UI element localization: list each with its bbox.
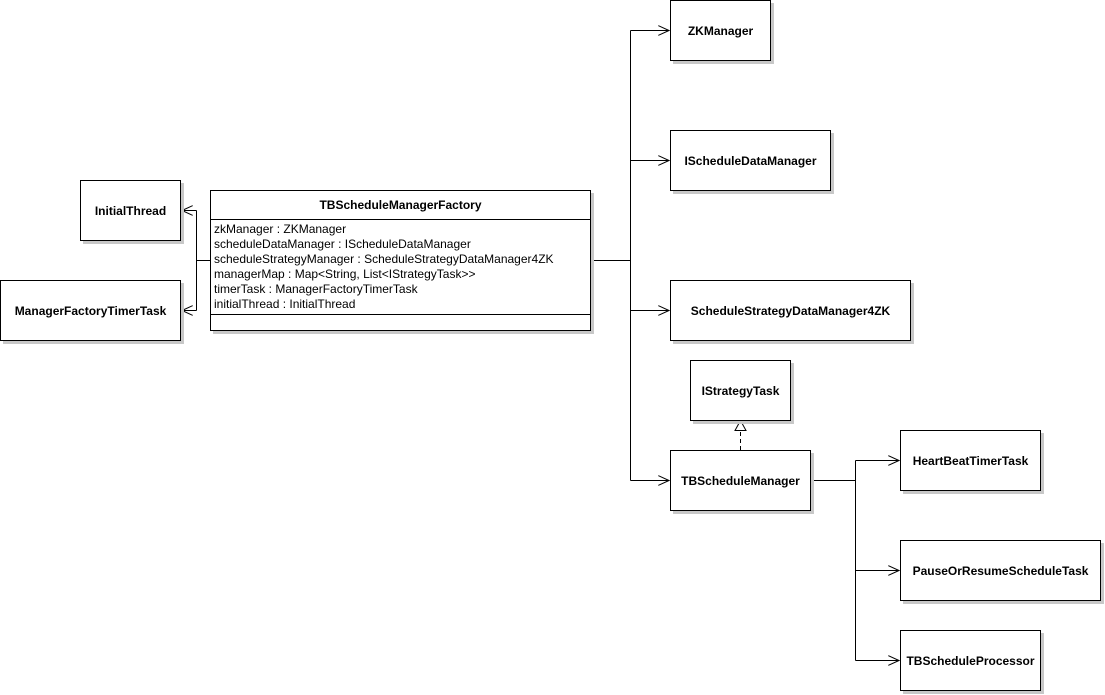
attribute-row: scheduleDataManager : IScheduleDataManag… bbox=[214, 237, 471, 251]
attribute-row: managerMap : Map<String, List<IStrategyT… bbox=[214, 267, 476, 281]
class-name: IStrategyTask bbox=[701, 383, 780, 398]
class-tb-schedule-manager[interactable]: TBScheduleManager bbox=[670, 450, 811, 511]
attribute-compartment: zkManager : ZKManager scheduleDataManage… bbox=[211, 220, 590, 315]
class-pause-or-resume-schedule-task[interactable]: PauseOrResumeScheduleTask bbox=[900, 540, 1101, 601]
class-tb-schedule-processor[interactable]: TBScheduleProcessor bbox=[900, 630, 1041, 691]
class-name: InitialThread bbox=[94, 203, 167, 218]
class-name: ZKManager bbox=[687, 23, 754, 38]
class-zk-manager[interactable]: ZKManager bbox=[670, 0, 771, 61]
class-initial-thread[interactable]: InitialThread bbox=[80, 180, 181, 241]
class-ischedule-data-manager[interactable]: IScheduleDataManager bbox=[670, 130, 831, 191]
class-name: TBScheduleProcessor bbox=[906, 653, 1035, 668]
class-name: TBScheduleManager bbox=[681, 473, 800, 488]
class-name: HeartBeatTimerTask bbox=[912, 453, 1029, 468]
class-name: PauseOrResumeScheduleTask bbox=[912, 563, 1089, 578]
attribute-row: scheduleStrategyManager : ScheduleStrate… bbox=[214, 252, 554, 266]
class-heartbeat-timer-task[interactable]: HeartBeatTimerTask bbox=[900, 430, 1041, 491]
class-name: IScheduleDataManager bbox=[684, 153, 817, 168]
class-name: ManagerFactoryTimerTask bbox=[14, 303, 167, 318]
attribute-row: timerTask : ManagerFactoryTimerTask bbox=[214, 282, 418, 296]
attribute-row: zkManager : ZKManager bbox=[214, 222, 347, 236]
attribute-row: initialThread : InitialThread bbox=[214, 297, 356, 311]
class-name: ScheduleStrategyDataManager4ZK bbox=[690, 303, 891, 318]
class-schedule-strategy-data-manager-4zk[interactable]: ScheduleStrategyDataManager4ZK bbox=[670, 280, 911, 341]
class-tb-schedule-manager-factory[interactable]: TBScheduleManagerFactory zkManager : ZKM… bbox=[210, 190, 591, 331]
class-manager-factory-timer-task[interactable]: ManagerFactoryTimerTask bbox=[0, 280, 181, 341]
class-istrategy-task[interactable]: IStrategyTask bbox=[690, 360, 791, 421]
operation-compartment bbox=[211, 315, 590, 333]
realization-arrowhead bbox=[734, 419, 747, 431]
class-title: TBScheduleManagerFactory bbox=[211, 191, 590, 220]
